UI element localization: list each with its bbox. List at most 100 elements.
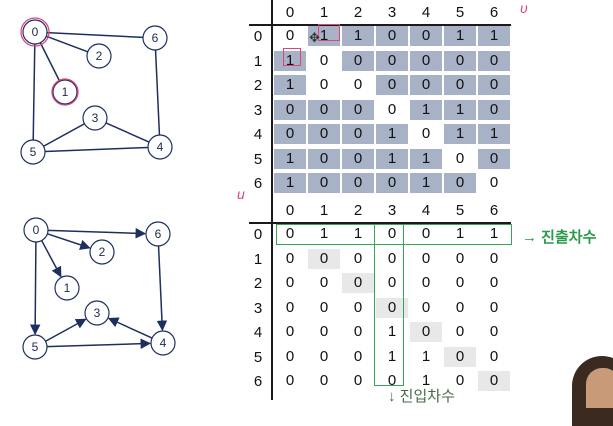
directed-matrix-cell-0-1: 1 — [319, 225, 329, 242]
undirected-matrix-row-header-3: 3 — [253, 101, 263, 119]
directed-matrix-cell-2-0: 0 — [285, 274, 295, 291]
directed-matrix-cell-0-4: 0 — [421, 225, 431, 242]
directed-vertex-5 — [22, 334, 48, 360]
undirected-matrix-cell-4-3: 1 — [376, 124, 408, 144]
directed-matrix-cell-0-5: 1 — [455, 225, 465, 242]
undirected-matrix-cell-5-3: 1 — [376, 148, 408, 169]
undirected-vertex-label-6: 6 — [152, 31, 159, 45]
directed-matrix-cell-4-6: 0 — [489, 323, 499, 340]
undirected-matrix-cell-2-2: 0 — [353, 76, 363, 93]
undirected-matrix-row-header-6: 6 — [253, 175, 263, 192]
undirected-matrix-cell-0-2: 1 — [342, 26, 374, 46]
directed-edge-0-2 — [47, 233, 91, 250]
directed-matrix-vertical-rule — [271, 198, 273, 400]
directed-vertex-label-3: 3 — [94, 306, 101, 320]
directed-matrix-cell-5-2: 0 — [353, 347, 363, 365]
undirected-matrix-cell-0-0: 0 — [285, 27, 295, 44]
undirected-matrix-cell-1-1: 0 — [319, 51, 329, 69]
undirected-matrix-cell-6-2: 0 — [342, 173, 374, 193]
directed-matrix-cell-1-3: 0 — [387, 249, 397, 267]
undirected-vertex-label-2: 2 — [96, 49, 103, 63]
undirected-matrix-horizontal-rule — [249, 24, 511, 26]
undirected-matrix-col-header-3: 3 — [387, 4, 397, 21]
directed-edge-0-5 — [29, 241, 41, 336]
directed-edge-0-1 — [40, 240, 62, 278]
undirected-edge-4-5 — [44, 146, 149, 153]
directed-vertex-label-1: 1 — [64, 281, 71, 295]
directed-matrix-row-header-1: 1 — [253, 250, 263, 268]
undirected-matrix-cell-5-4: 1 — [410, 148, 442, 169]
undirected-matrix-cell-1-6: 0 — [478, 50, 510, 71]
undirected-matrix-cell-3-1: 0 — [308, 99, 340, 120]
directed-matrix-cell-3-5: 0 — [455, 298, 465, 316]
directed-edge-0-6 — [47, 228, 147, 239]
undirected-matrix-cell-2-5: 0 — [444, 75, 476, 95]
directed-vertex-label-2: 2 — [99, 245, 106, 259]
undirected-vertex-5 — [20, 139, 46, 165]
undirected-matrix-cell-0-5: 1 — [444, 26, 476, 46]
directed-matrix-cell-6-3: 0 — [387, 372, 397, 389]
undirected-matrix-col-header-5: 5 — [455, 4, 465, 21]
directed-matrix-cell-5-4: 1 — [421, 347, 431, 365]
directed-matrix-cell-4-3: 1 — [387, 323, 397, 340]
undirected-matrix-col-header-1: 1 — [319, 4, 329, 21]
undirected-matrix-cell-4-2: 0 — [342, 124, 374, 144]
directed-matrix-cell-2-5: 0 — [455, 274, 465, 291]
directed-matrix-cell-2-6: 0 — [489, 274, 499, 291]
directed-matrix-cell-0-2: 1 — [353, 225, 363, 242]
directed-matrix-cell-1-2: 0 — [353, 249, 363, 267]
undirected-edge-3-5 — [43, 123, 85, 147]
undirected-matrix-cell-6-5: 0 — [444, 173, 476, 193]
in-degree-label: ↓ 진입차수 — [388, 388, 455, 405]
directed-vertex-4 — [150, 330, 176, 356]
directed-matrix-cell-4-5: 0 — [455, 323, 465, 340]
undirected-matrix-cell-3-6: 0 — [478, 99, 510, 120]
undirected-matrix-col-header-4: 4 — [421, 4, 431, 21]
undirected-matrix-cell-2-0: 1 — [274, 75, 306, 95]
directed-vertex-0 — [23, 217, 49, 243]
undirected-edge-3-4 — [105, 122, 150, 143]
undirected-edge-4-6 — [154, 49, 161, 136]
directed-matrix-cell-0-6: 1 — [489, 225, 499, 242]
directed-matrix-cell-3-0: 0 — [285, 298, 295, 316]
directed-matrix-cell-1-1: 0 — [308, 248, 340, 269]
directed-matrix-cell-6-4: 1 — [421, 372, 431, 389]
pen-circle-vertex-0 — [20, 17, 50, 47]
directed-edge-4-3 — [107, 317, 153, 339]
undirected-matrix-cell-2-4: 0 — [410, 75, 442, 95]
undirected-vertex-3 — [82, 105, 108, 131]
undirected-matrix-cell-4-0: 0 — [274, 124, 306, 144]
undirected-matrix-row-header-4: 4 — [253, 126, 263, 143]
directed-matrix-cell-4-4: 0 — [410, 322, 442, 342]
directed-matrix-row-header-2: 2 — [253, 275, 263, 292]
undirected-matrix-cell-4-5: 1 — [444, 124, 476, 144]
directed-vertex-1 — [54, 275, 80, 301]
directed-matrix-row-header-3: 3 — [253, 299, 263, 317]
undirected-vertex-4 — [147, 134, 173, 160]
directed-matrix-cell-2-2: 0 — [342, 273, 374, 293]
undirected-matrix-cell-5-6: 0 — [478, 148, 510, 169]
directed-matrix-cell-3-4: 0 — [421, 298, 431, 316]
undirected-matrix-cell-3-5: 1 — [444, 99, 476, 120]
undirected-matrix-cell-6-6: 0 — [489, 174, 499, 191]
pen-circle-cell-1-0 — [283, 48, 301, 66]
undirected-matrix-cell-6-0: 1 — [274, 173, 306, 193]
directed-matrix-cell-6-2: 0 — [353, 372, 363, 389]
directed-matrix-cell-5-5: 0 — [444, 346, 476, 367]
directed-edge-6-4 — [156, 245, 168, 332]
undirected-vertex-1 — [52, 79, 78, 105]
undirected-matrix-cell-1-5: 0 — [444, 50, 476, 71]
directed-matrix-cell-6-5: 0 — [455, 372, 465, 389]
undirected-matrix-cell-6-1: 0 — [308, 173, 340, 193]
directed-matrix-cell-1-4: 0 — [421, 249, 431, 267]
directed-matrix-cell-4-1: 0 — [319, 323, 329, 340]
undirected-matrix-cell-4-4: 0 — [421, 125, 431, 142]
undirected-vertex-2 — [86, 43, 112, 69]
directed-matrix-cell-0-0: 0 — [285, 225, 295, 242]
undirected-matrix-row-header-5: 5 — [253, 150, 263, 168]
undirected-matrix-cell-5-2: 0 — [342, 148, 374, 169]
undirected-matrix-cell-4-1: 0 — [308, 124, 340, 144]
